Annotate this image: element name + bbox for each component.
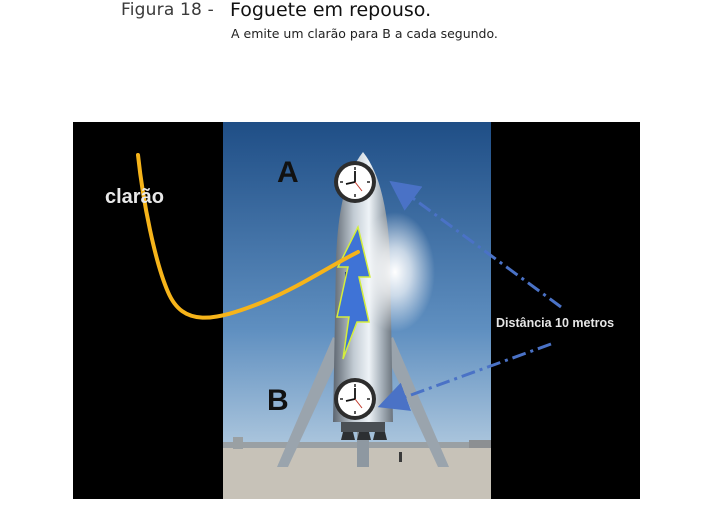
figure-title: Foguete em repouso. bbox=[230, 0, 432, 21]
distance-label: Distância 10 metros bbox=[496, 316, 614, 330]
label-a: A bbox=[277, 156, 299, 189]
distance-arrow-down bbox=[377, 342, 552, 411]
flash-label: clarão bbox=[105, 186, 164, 208]
rocket-figure: A B clarão Distância 10 metros bbox=[73, 122, 640, 499]
figure-number: Figura 18 - bbox=[121, 0, 215, 20]
clock-b-icon bbox=[334, 378, 376, 420]
clock-a-icon bbox=[334, 161, 376, 203]
figure-caption: A emite um clarão para B a cada segundo. bbox=[231, 26, 498, 41]
flash-trail bbox=[136, 153, 360, 320]
rocket-illustration: A B clarão Distância 10 metros bbox=[73, 122, 640, 499]
label-b: B bbox=[267, 384, 289, 417]
distance-arrow-up bbox=[389, 180, 562, 309]
